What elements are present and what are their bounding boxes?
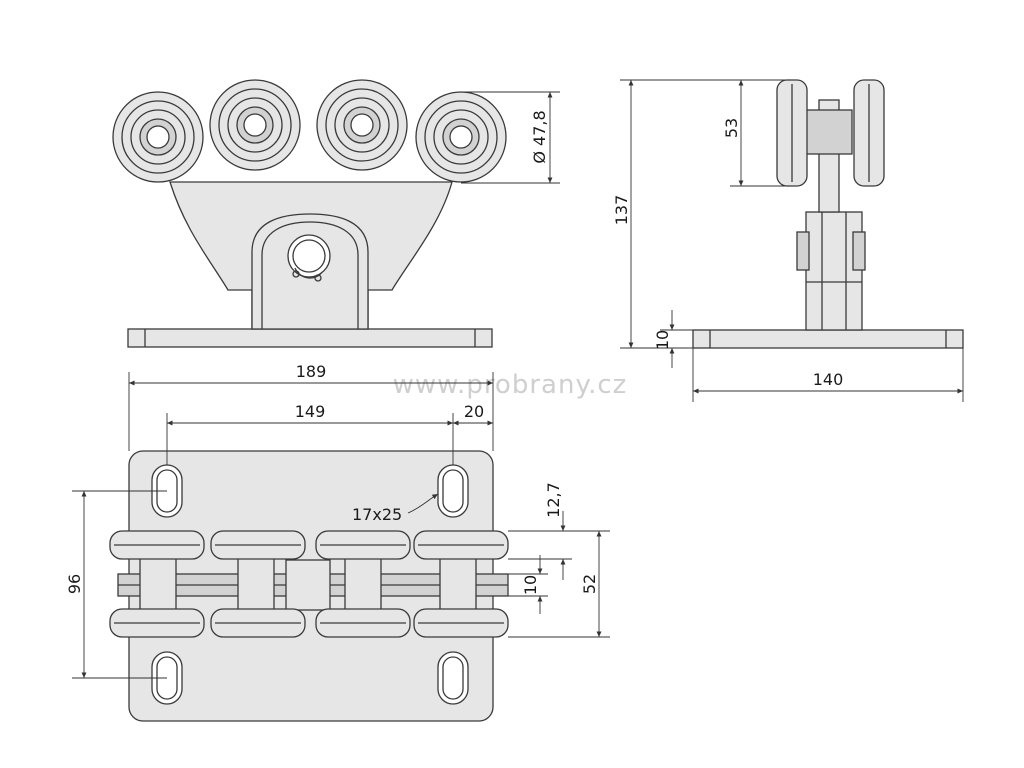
pin-circle <box>287 234 331 278</box>
axle-3 <box>344 555 382 617</box>
side-pin-left <box>796 231 810 271</box>
top-rollers-upper <box>109 530 509 560</box>
dim-12-7-label: 12,7 <box>544 482 563 518</box>
side-view: 53 137 10 140 <box>612 79 964 402</box>
dim-slot-label: 17x25 <box>352 505 402 524</box>
side-pin-right <box>852 231 866 271</box>
dim-52-label: 52 <box>580 574 599 594</box>
dim-53-label: 53 <box>722 118 741 138</box>
watermark: www.probrany.cz <box>393 370 628 400</box>
dim-149-label: 149 <box>295 402 326 421</box>
dim-137-label: 137 <box>612 195 631 226</box>
top-view: 189 149 20 17x25 96 12,7 10 52 <box>65 362 610 722</box>
slot-bottom-right <box>437 651 469 705</box>
front-view: Ø 47,8 <box>112 79 560 348</box>
axle-4 <box>439 555 477 617</box>
dim-96-label: 96 <box>65 574 84 594</box>
dim-140-label: 140 <box>813 370 844 389</box>
center-block <box>285 559 331 611</box>
front-roller-4 <box>415 91 507 183</box>
dim-20-label: 20 <box>464 402 484 421</box>
axle-2 <box>237 555 275 617</box>
side-bracket <box>805 211 863 331</box>
side-base-plate <box>692 329 964 349</box>
front-roller-2 <box>209 79 301 171</box>
axle-1 <box>139 555 177 617</box>
front-roller-3 <box>316 79 408 171</box>
top-rollers-lower <box>109 608 509 638</box>
front-base-plate <box>127 328 493 348</box>
dim-189-label: 189 <box>296 362 327 381</box>
front-roller-1 <box>112 91 204 183</box>
dim-10-top-label: 10 <box>521 575 540 595</box>
dim-10-side-label: 10 <box>653 330 672 350</box>
dim-diameter-label: Ø 47,8 <box>530 110 549 163</box>
